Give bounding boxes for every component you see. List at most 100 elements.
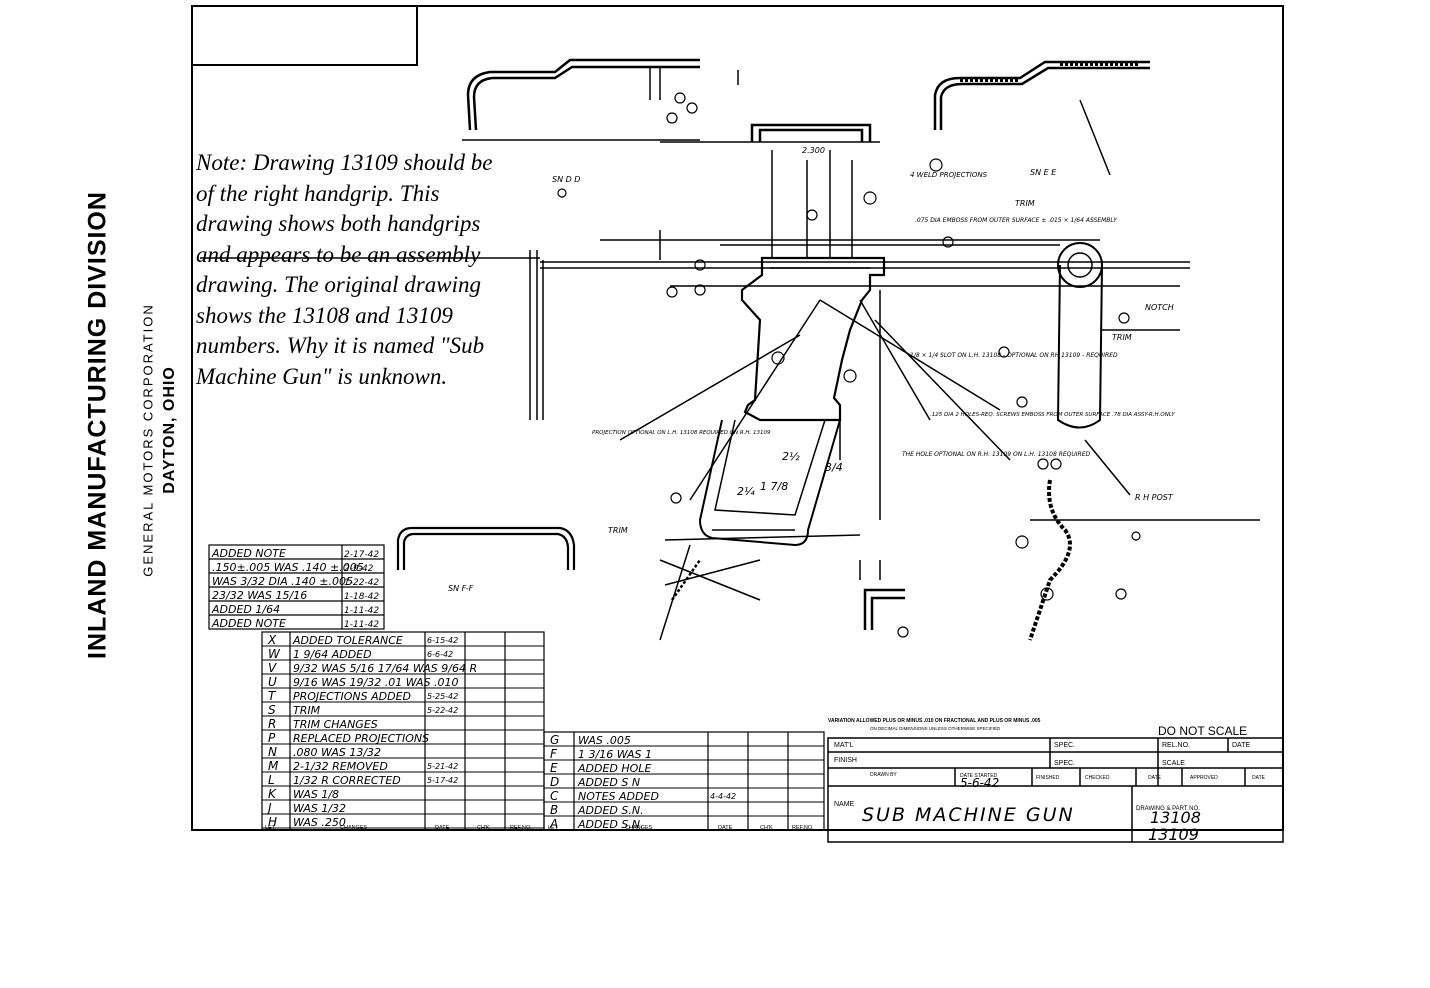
checked-label: CHECKED [1085,775,1110,781]
label-projection-optional: PROJECTION OPTIONAL ON L.H. 13108 REQUIR… [592,430,771,436]
label-trim-3: TRIM [608,526,628,535]
change-letter: G [550,733,559,747]
part-no-2: 13109 [1148,825,1199,844]
upper-change-date: 1-11-42 [344,620,379,630]
header-let-left: LET [265,825,276,831]
upper-change-date: 2-9-42 [344,564,374,574]
change-description: WAS 1/32 [293,802,346,815]
change-letter: L [268,773,275,787]
change-letter: D [550,775,559,789]
label-emboss-note: .075 DIA EMBOSS FROM OUTER SURFACE ± .01… [915,217,1118,224]
label-hole-optional: THE HOLE OPTIONAL ON R.H. 13109 ON L.H. … [902,451,1090,458]
change-description: REPLACED PROJECTIONS [293,732,429,745]
label-weld-projections: 4 WELD PROJECTIONS [910,171,988,179]
change-description: PROJECTIONS ADDED [293,690,411,703]
change-date: 6-15-42 [427,636,458,645]
title-block [827,737,1284,843]
change-description: ADDED HOLE [577,762,651,775]
change-letter: E [550,761,558,775]
change-date: 5-25-42 [427,692,458,701]
part-drawing [200,58,1260,641]
change-letter: R [268,717,276,731]
sheet-border [191,5,1284,831]
part-name: SUB MACHINE GUN [862,804,1075,826]
upper-change-table [208,544,385,630]
change-description: WAS .005 [578,734,631,747]
date-label-3: DATE [1252,775,1266,781]
change-letter: V [268,661,277,675]
upper-change-date: 1-18-42 [344,592,379,602]
upper-change-text: ADDED 1/64 [211,603,280,616]
change-letter: X [267,633,277,647]
change-letter: B [550,803,558,817]
upper-change-date: 1-22-42 [344,578,379,588]
label-sn-ee: SN E E [1030,168,1057,177]
change-description: 1 3/16 WAS 1 [578,748,652,761]
tolerance-note-2: ON DECIMAL DIMENSIONS UNLESS OTHERWISE S… [870,726,1001,731]
change-description: 9/32 WAS 5/16 17/64 WAS 9/64 R [293,662,477,675]
change-description: NOTES ADDED [578,790,659,803]
change-description: 1/32 R CORRECTED [293,774,401,787]
change-letter: F [550,747,558,761]
dim-1-7-8: 1 7/8 [760,480,788,493]
change-letter: P [268,731,276,745]
change-letter: M [268,759,279,773]
change-letter: W [268,647,281,661]
change-letter: C [550,789,559,803]
label-sn-ff: SN F-F [448,584,474,593]
upper-change-date: 2-17-42 [344,550,379,560]
change-grid-lines [262,645,824,831]
tolerance-note: VARIATION ALLOWED PLUS OR MINUS .010 ON … [828,718,1041,724]
change-letter: T [268,689,277,703]
date-started-value: 5-6-42 [960,776,999,790]
dim-2-1-4: 2¼ [737,485,755,498]
header-date-left: DATE [435,825,450,831]
upper-change-date: 1-11-42 [344,606,379,616]
header-changes-left: CHANGES [340,825,368,831]
change-letter: J [266,801,272,815]
change-headers: LET CHANGES DATE CH'K REF.NO. LET CHANGE… [265,825,814,831]
change-letter: U [268,675,277,689]
spec-label-1: SPEC. [1054,742,1075,749]
header-changes-right: CHANGES [625,825,653,831]
dim-2300: 2.300 [802,146,825,155]
name-label: NAME [834,801,855,808]
label-trim-1: TRIM [1015,199,1035,208]
change-letter: S [268,703,276,717]
label-rh-post: R H POST [1135,493,1174,502]
change-description: TRIM CHANGES [293,718,378,731]
upper-change-text: ADDED NOTE [211,547,286,560]
change-description: ADDED S.N. [577,804,644,817]
title-block-text: VARIATION ALLOWED PLUS OR MINUS .010 ON … [828,718,1266,844]
upper-change-text: WAS 3/32 DIA .140 ±.005 [212,575,353,588]
main-change-table [261,631,825,831]
drawn-by-label: DRAWN BY [870,772,897,778]
change-description: 2-1/32 REMOVED [293,760,388,773]
label-slot-note: 1/8 × 1/4 SLOT ON L.H. 13108 - OPTIONAL … [910,352,1118,359]
change-description: 9/16 WAS 19/32 .01 WAS .010 [293,676,459,689]
change-date: 4-4-42 [710,792,736,801]
dim-2-half: 2½ [782,450,800,463]
change-description: 1 9/64 ADDED [293,648,372,661]
relno-label: REL.NO. [1162,742,1190,749]
scale-label: SCALE [1162,760,1185,767]
change-letter: A [549,817,558,831]
header-let-right: LET [548,825,559,831]
change-date: 5-22-42 [427,706,458,715]
change-date: 5-17-42 [427,776,458,785]
change-description: WAS .250 [293,816,346,829]
corporation-name: GENERAL MOTORS CORPORATION [140,303,156,577]
change-letter: N [268,745,277,759]
date-label: DATE [1232,742,1250,749]
reference-circles [557,92,1141,638]
header-chk-right: CH'K [760,825,773,831]
division-title: INLAND MANUFACTURING DIVISION [83,191,112,659]
change-date: 6-6-42 [427,650,453,659]
spec-label-2: SPEC. [1054,760,1075,767]
dim-3-4: 3/4 [825,461,843,474]
header-refno-right: REF.NO. [792,825,814,831]
